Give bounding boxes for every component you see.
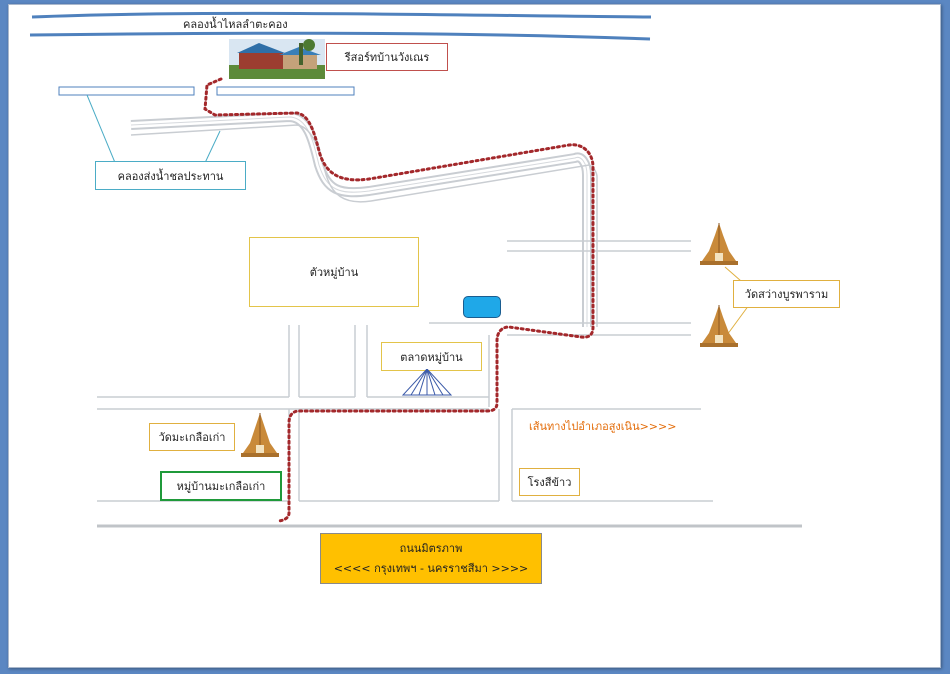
road-top-right bbox=[216, 86, 355, 96]
market-tent-icon bbox=[401, 369, 453, 396]
road-top-left bbox=[58, 86, 195, 96]
main-canal-line-bottom bbox=[29, 31, 651, 41]
rice-mill-label: โรงสีข้าว bbox=[519, 468, 580, 496]
canal-label-connector-2 bbox=[203, 130, 221, 166]
temple-old-stupa-icon bbox=[241, 413, 279, 457]
old-village-label: หมู่บ้านมะเกลือเก่า bbox=[160, 471, 282, 501]
temple-east-label: วัดสว่างบูรพาราม bbox=[733, 280, 840, 308]
irrigation-canal-label: คลองส่งน้ำชลประทาน bbox=[95, 161, 246, 190]
resort-label: รีสอร์ทบ้านวังเณร bbox=[326, 43, 448, 71]
district-direction-text: เส้นทางไปอำเภอสูงเนิน>>>> bbox=[529, 420, 677, 433]
village-area-box: ตัวหมู่บ้าน bbox=[249, 237, 419, 307]
highway-direction: <<<< กรุงเทพฯ - นครราชสีมา >>>> bbox=[333, 561, 529, 575]
map-canvas bbox=[29, 11, 802, 528]
main-canal-line-top bbox=[31, 11, 652, 19]
route-path bbox=[203, 77, 595, 523]
canal-label-connector-1 bbox=[86, 94, 117, 166]
temple-old-label: วัดมะเกลือเก่า bbox=[149, 423, 235, 451]
bus-stop-marker bbox=[463, 296, 501, 318]
market-label: ตลาดหมู่บ้าน bbox=[381, 342, 482, 371]
temple-connector-1 bbox=[724, 266, 742, 282]
temple-east-top-stupa-icon bbox=[700, 223, 738, 265]
main-canal-label: คลองน้ำไหลลำตะคอง bbox=[183, 18, 288, 31]
canal-bank-outer bbox=[130, 124, 598, 327]
temple-east-bottom-stupa-icon bbox=[700, 305, 738, 347]
highway-box: ถนนมิตรภาพ <<<< กรุงเทพฯ - นครราชสีมา >>… bbox=[320, 533, 542, 584]
highway-name: ถนนมิตรภาพ bbox=[399, 541, 463, 555]
map-page: คลองน้ำไหลลำตะคอง รีสอร์ทบ้านวังเณร คลอง… bbox=[8, 4, 941, 668]
resort-photo bbox=[229, 39, 325, 79]
temple-connector-2 bbox=[726, 304, 750, 336]
